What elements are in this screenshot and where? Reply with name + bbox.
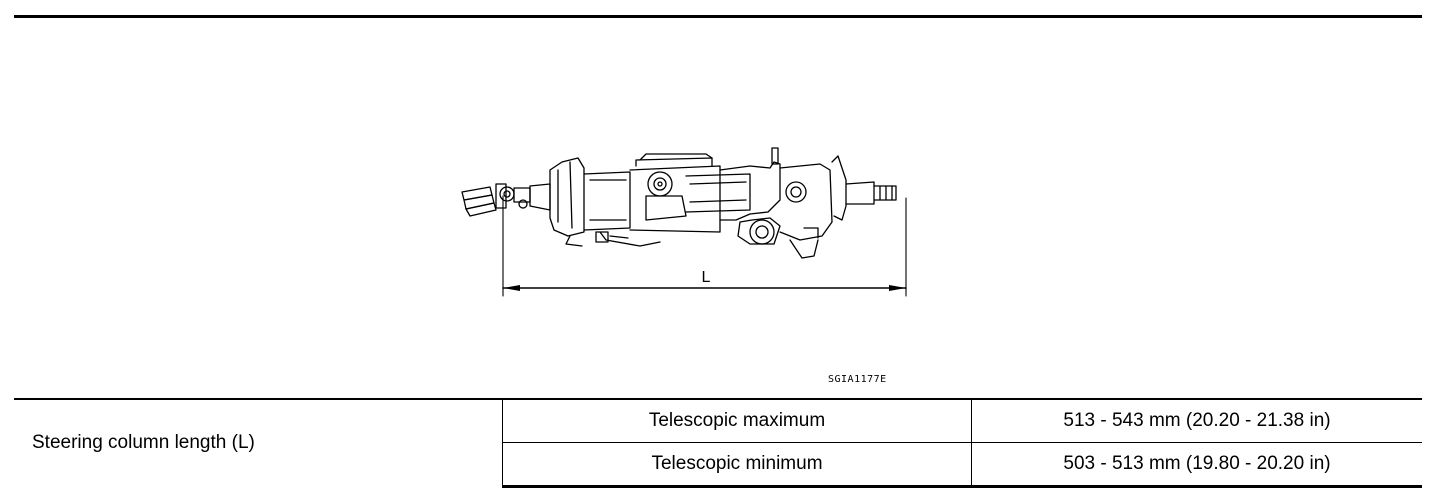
condition-cell: Telescopic minimum: [502, 442, 972, 488]
figure-code: SGIA1177E: [828, 374, 887, 385]
universal-joint: [461, 183, 531, 217]
value-cell: 513 - 543 mm (20.20 - 21.38 in): [971, 398, 1422, 443]
spec-table: Steering column length (L) Telescopic ma…: [14, 398, 1422, 488]
top-rule: [14, 15, 1422, 18]
condition-cell: Telescopic maximum: [502, 398, 972, 443]
item-cell: Steering column length (L): [14, 398, 503, 487]
steering-column-illustration: L: [461, 147, 907, 297]
value-cell: 503 - 513 mm (19.80 - 20.20 in): [971, 442, 1422, 488]
table-row: Telescopic minimum 503 - 513 mm (19.80 -…: [14, 442, 1422, 488]
column-housing: [529, 153, 751, 247]
table-row: Steering column length (L) Telescopic ma…: [14, 398, 1422, 487]
dimension-line-l: [502, 195, 907, 297]
upper-shaft: [831, 155, 897, 221]
tilt-motor-assembly: [719, 147, 833, 259]
dimension-label: L: [702, 269, 711, 286]
